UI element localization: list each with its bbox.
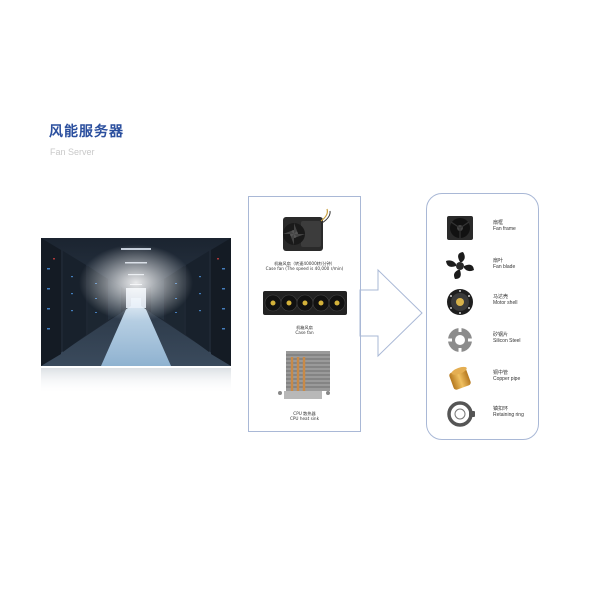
case-fan-array-caption-en: Case fan [295,330,314,336]
cpu-heat-sink-item: CPU 散热器 CPU heat sink [249,343,360,421]
silicon-steel-icon [447,327,473,353]
part-motor-shell-label-cn: 马达壳 [493,294,509,300]
part-motor-shell-label-en: Motor shell [493,300,518,306]
part-fan-frame-label-en: Fan frame [493,226,516,232]
motor-shell-icon [447,289,473,315]
case-fan-large-icon [282,208,331,251]
cpu-heat-sink-icon [277,351,330,399]
part-fan-blade: 扇叶 Fan blade [441,250,537,282]
part-retaining-ring: 镇扣环 Retaining ring [441,398,537,430]
fan-frame-icon [447,216,473,240]
cpu-heat-sink-caption-en: CPU heat sink [289,416,320,422]
part-silicon-steel: 矽钢片 Silicon Steel [441,324,537,356]
case-fan-large-caption-en: Case fan (The speed is 40,000 r/min) [265,266,344,272]
case-fan-array-caption-cn: 机箱风扇 [296,325,313,330]
part-silicon-steel-label-cn: 矽钢片 [493,332,509,338]
part-motor-shell: 马达壳 Motor shell [441,286,537,318]
part-fan-frame-label-cn: 扇框 [493,220,504,226]
parts-panel: 扇框 Fan frame 扇叶 Fan blade [426,193,539,440]
fan-blade-icon [446,252,474,279]
cpu-heat-sink-caption-cn: CPU 散热器 [293,411,316,416]
server-room-reflection [41,368,231,394]
part-copper-pipe-label-en: Copper pipe [493,376,521,382]
retaining-ring-icon [447,401,475,427]
copper-pipe-icon [449,366,471,390]
part-silicon-steel-label-en: Silicon Steel [493,338,521,344]
part-copper-pipe: 铜中管 Copper pipe [441,362,537,394]
part-retaining-ring-label-cn: 镇扣环 [493,406,509,412]
case-fan-large-caption-cn: 机箱风扇（转速40000转/分钟） [274,261,335,266]
case-fan-array-item: 机箱风扇 Case fan [249,287,360,335]
case-fan-array-icon [262,291,347,315]
page-subtitle: Fan Server [50,147,95,157]
part-copper-pipe-label-cn: 铜中管 [493,370,509,376]
part-fan-blade-label-en: Fan blade [493,264,516,270]
case-fan-large-item: 机箱风扇（转速40000转/分钟） Case fan (The speed is… [249,207,360,271]
arrow-right-icon [358,268,424,358]
part-retaining-ring-label-en: Retaining ring [493,412,524,418]
components-panel: 机箱风扇（转速40000转/分钟） Case fan (The speed is… [248,196,361,432]
part-fan-blade-label-cn: 扇叶 [493,258,504,264]
page-title: 风能服务器 [49,124,124,140]
part-fan-frame: 扇框 Fan frame [441,212,537,244]
server-room-image [41,238,231,366]
